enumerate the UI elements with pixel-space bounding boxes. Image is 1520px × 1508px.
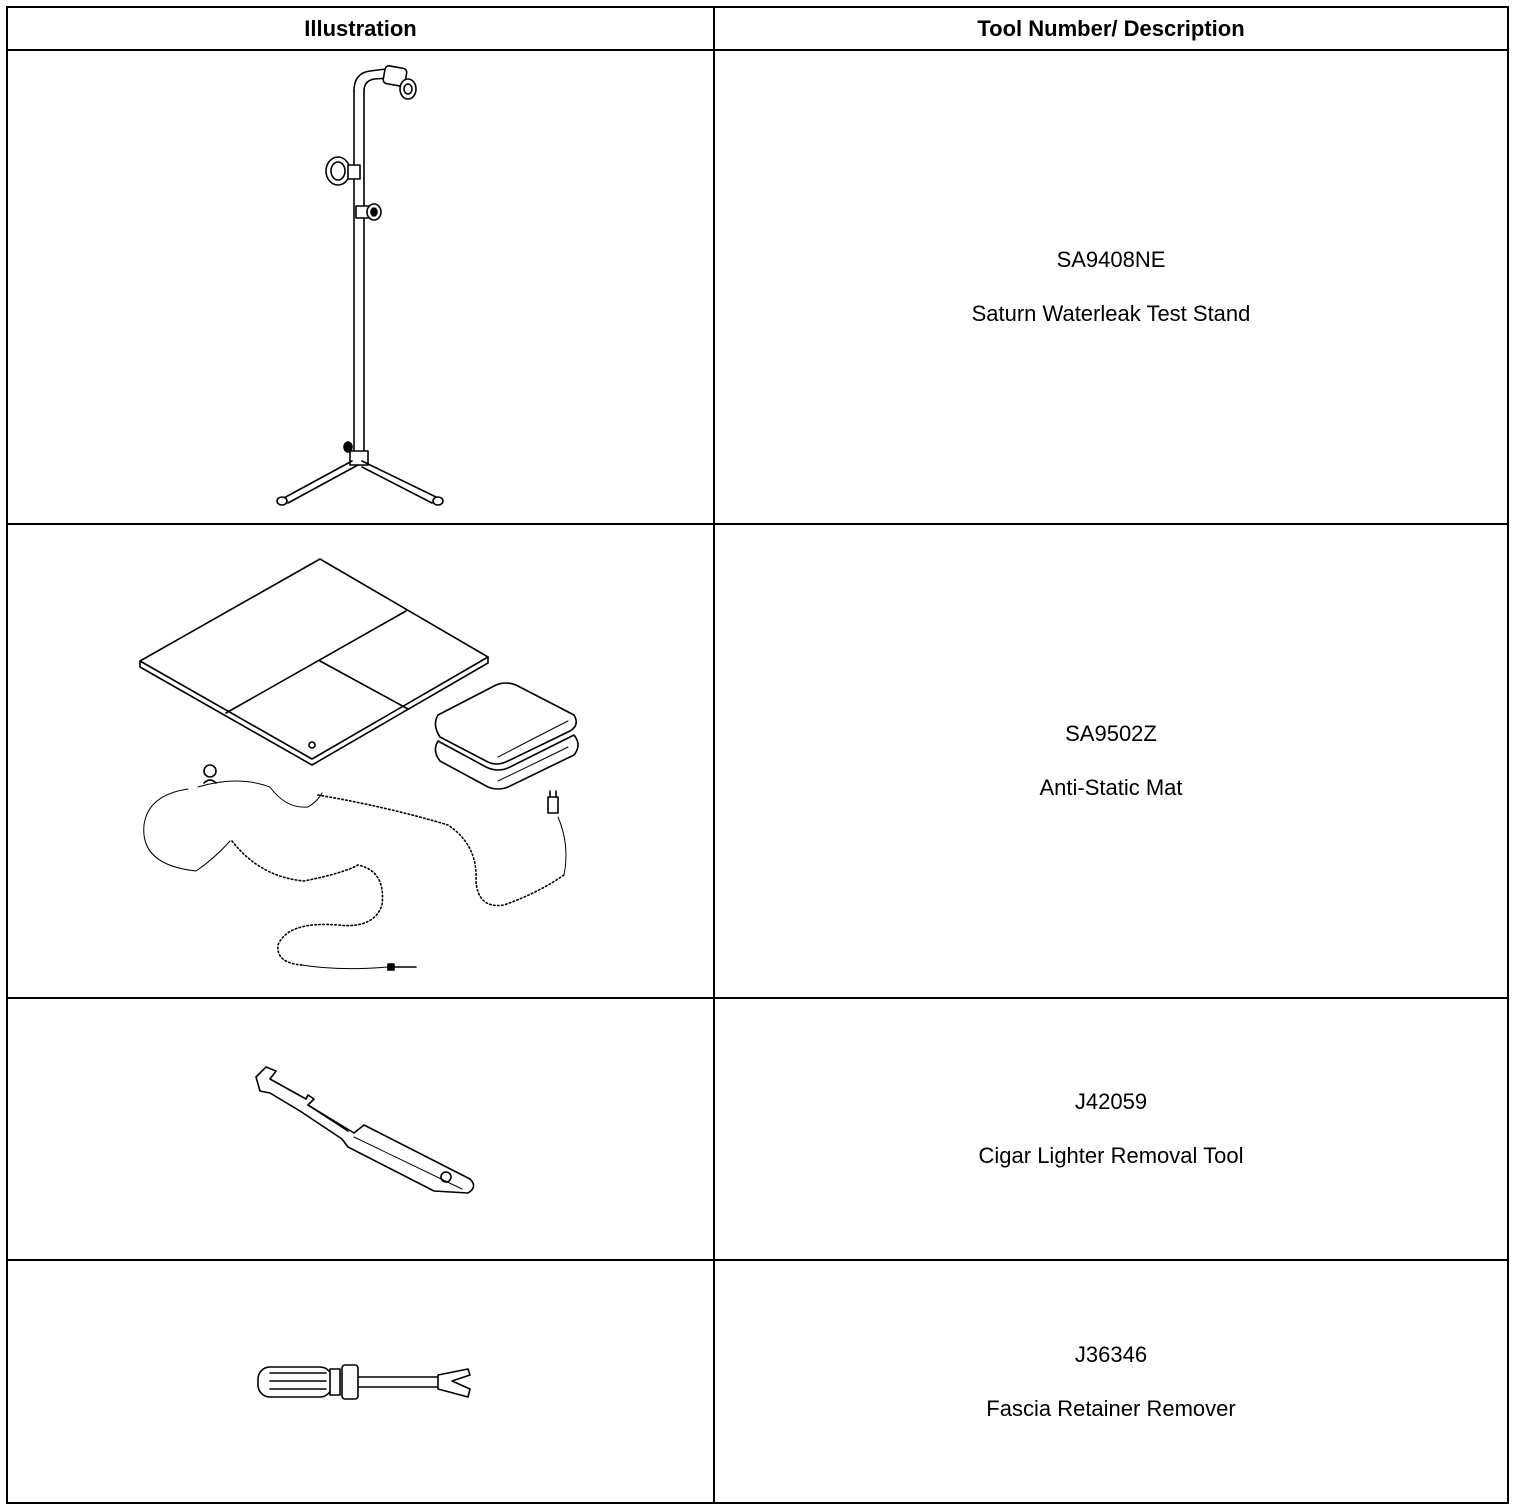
tool-description-cell: J36346 Fascia Retainer Remover [713,1259,1509,1504]
tool-description-cell: SA9408NE Saturn Waterleak Test Stand [713,49,1509,525]
tool-description-cell: SA9502Z Anti-Static Mat [713,523,1509,999]
table-header-row: Illustration Tool Number/ Description [6,6,1509,51]
tool-name: Anti-Static Mat [1039,775,1183,800]
anti-static-mat-icon [139,558,579,971]
illustration-cell [6,997,715,1261]
illustration-cell [6,49,715,525]
table-row: J42059 Cigar Lighter Removal Tool [6,997,1509,1261]
illustration-cell [6,1259,715,1504]
waterleak-test-stand-icon [276,65,444,506]
special-tools-table: Illustration Tool Number/ Description [6,6,1509,1504]
tool-name: Fascia Retainer Remover [986,1395,1236,1421]
tool-number: SA9502Z [1065,721,1157,746]
header-illustration: Illustration [6,6,715,51]
tool-name: Saturn Waterleak Test Stand [971,301,1251,326]
header-tool-description: Tool Number/ Description [713,6,1509,51]
tool-number: J36346 [1074,1341,1148,1367]
tool-description-cell: J42059 Cigar Lighter Removal Tool [713,997,1509,1261]
tool-number: J42059 [1074,1089,1148,1114]
table-row: SA9408NE Saturn Waterleak Test Stand [6,49,1509,525]
illustration-cell [6,523,715,999]
fascia-retainer-remover-icon [257,1364,471,1400]
cigar-lighter-removal-tool-icon [255,1066,475,1194]
tool-number: SA9408NE [1056,247,1166,272]
table-row: J36346 Fascia Retainer Remover [6,1259,1509,1504]
table-row: SA9502Z Anti-Static Mat [6,523,1509,999]
tool-name: Cigar Lighter Removal Tool [978,1143,1244,1168]
